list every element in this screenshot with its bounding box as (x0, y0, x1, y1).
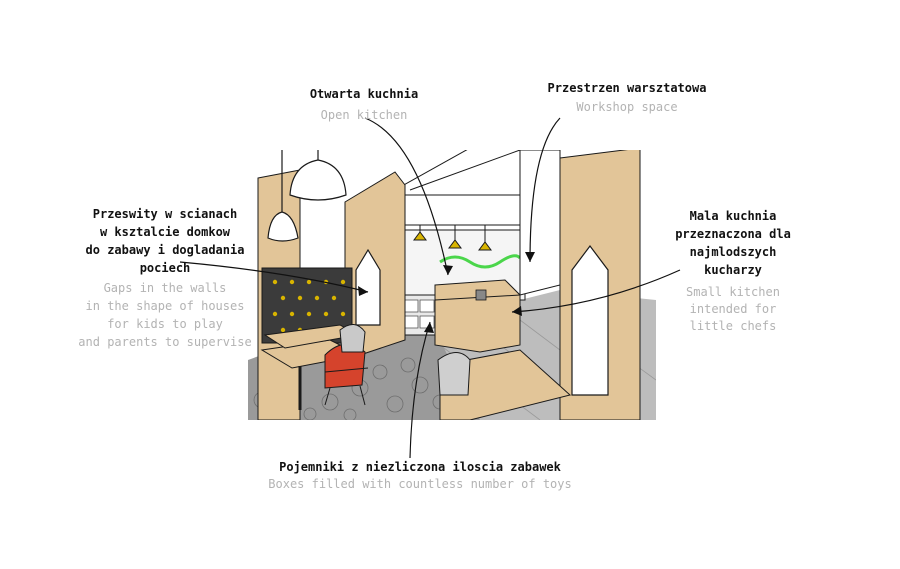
table-right (439, 349, 572, 420)
toy-boxes-label-en: Boxes filled with countless number of to… (268, 477, 572, 491)
house-window-icon-right (571, 245, 609, 396)
small-kitchen-label-en-3: little chefs (689, 319, 777, 333)
gaps-label-pl-2: w ksztalcie domkow (99, 225, 231, 239)
leader-gaps (179, 261, 369, 293)
gaps-label-en-3: for kids to play (107, 317, 223, 331)
scene-illustration (248, 150, 656, 420)
gaps-label-en-4: and parents to supervise (78, 335, 252, 349)
small-kitchen-label-pl-3: najmlodszych (689, 245, 777, 259)
neon-sign (439, 254, 522, 269)
workshop-label-pl: Przestrzen warsztatowa (547, 81, 707, 95)
leader-workshop (529, 117, 561, 263)
toy-boxes-label-pl: Pojemniki z niezliczona iloscia zabawek (279, 460, 561, 474)
leader-lines (179, 117, 681, 459)
gaps-label-pl-1: Przeswity w scianach (92, 207, 238, 221)
kids-kitchen (434, 279, 521, 353)
small-kitchen-label-pl-2: przeznaczona dla (675, 227, 791, 241)
small-kitchen-label-pl-1: Mala kuchnia (689, 209, 777, 223)
pendant-lamp-icon (267, 150, 347, 242)
gaps-label-pl-3: do zabawy i dogladania (85, 243, 245, 257)
small-kitchen-label-pl-4: kucharzy (704, 263, 762, 277)
small-kitchen-label-en-2: intended for (689, 302, 777, 316)
leader-small-kitchen (511, 269, 681, 313)
workshop-label-en: Workshop space (576, 100, 678, 114)
leader-open-kitchen (364, 117, 449, 276)
leader-toy-boxes (409, 321, 431, 459)
gaps-label-en-2: in the shape of houses (85, 299, 245, 313)
small-kitchen-label-en-1: Small kitchen (686, 285, 780, 299)
leader-arrows (358, 252, 535, 333)
gaps-label-en-1: Gaps in the walls (103, 281, 227, 295)
open-kitchen-label-en: Open kitchen (320, 108, 408, 122)
chairs (324, 324, 471, 406)
right-partition (519, 150, 561, 296)
gaps-label-pl-4: pociech (139, 261, 191, 275)
house-window-icon (355, 248, 381, 326)
open-kitchen-label-pl: Otwarta kuchnia (309, 87, 419, 101)
